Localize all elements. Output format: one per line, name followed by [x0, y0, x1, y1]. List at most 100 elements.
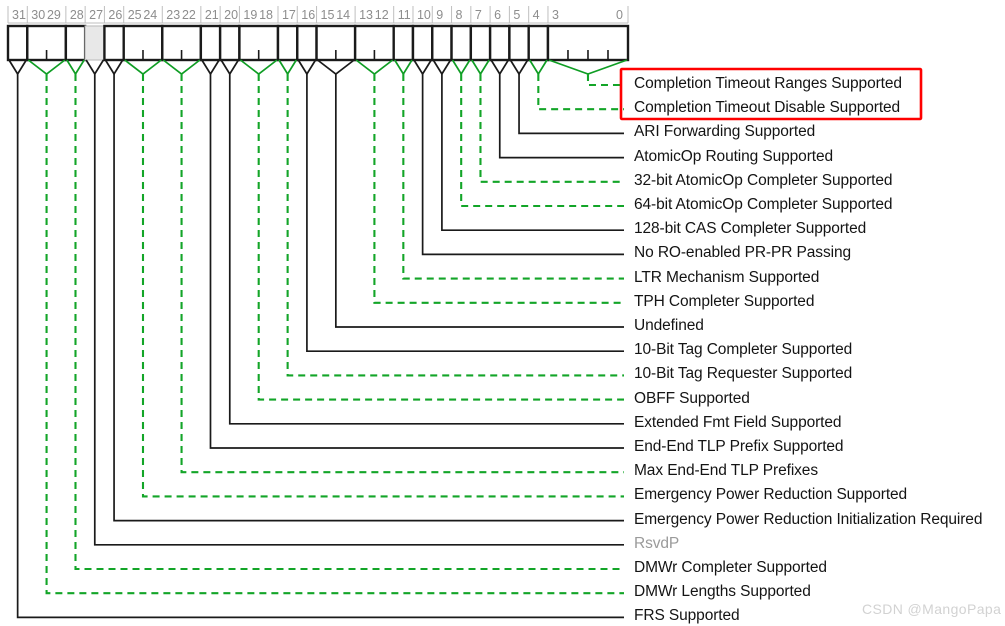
bit-number-label: 6	[494, 8, 501, 22]
leader-line	[113, 74, 624, 522]
bit-number-label: 19	[243, 8, 257, 22]
bit-number-label: 26	[108, 8, 122, 22]
leader-line	[373, 74, 624, 304]
leader-line	[141, 74, 624, 498]
bit-number-label: 11	[398, 8, 411, 22]
bit-number-label: 16	[301, 8, 315, 22]
funnel-connector	[317, 59, 355, 76]
bit-number-label: 24	[143, 8, 157, 22]
bit-cell	[276, 24, 299, 62]
bit-number-label: 27	[89, 8, 103, 22]
bit-number-label: 3	[552, 8, 559, 22]
bit-cell	[508, 24, 530, 62]
funnel-connector	[528, 59, 548, 76]
leader-line	[537, 74, 624, 111]
field-label: Max End-End TLP Prefixes	[634, 462, 818, 480]
leader-line	[498, 74, 624, 159]
funnel-connector	[297, 59, 317, 76]
bit-number-label: 22	[182, 8, 196, 22]
bit-number-label: 14	[336, 8, 350, 22]
funnel-connector	[8, 59, 28, 76]
leader-line	[209, 74, 624, 449]
bit-cell	[64, 24, 87, 62]
funnel-connector	[355, 59, 394, 76]
bit-cell	[431, 24, 453, 62]
bit-number-label: 15	[321, 8, 335, 22]
funnel-connectors-group	[8, 59, 628, 76]
leader-line	[460, 74, 624, 208]
field-label: Undefined	[634, 317, 704, 334]
field-label: Completion Timeout Disable Supported	[634, 99, 901, 117]
field-label: 10-Bit Tag Completer Supported	[634, 341, 853, 359]
highlight-box	[619, 67, 923, 121]
funnel-connector	[509, 59, 529, 76]
bit-cell	[392, 24, 415, 62]
bit-cell	[527, 24, 550, 62]
bit-cell	[6, 24, 29, 62]
leader-line	[257, 74, 624, 401]
bit-cell	[199, 24, 222, 62]
field-label: 128-bit CAS Completer Supported	[634, 220, 867, 238]
bit-number-label: 29	[47, 8, 61, 22]
field-label: Emergency Power Reduction Initialization…	[634, 510, 983, 528]
bit-cell	[450, 24, 473, 62]
leader-line	[180, 74, 624, 474]
bit-number-label: 18	[259, 8, 273, 22]
bit-number-label: 7	[475, 8, 482, 22]
leader-line	[586, 74, 624, 87]
field-label: Completion Timeout Ranges Supported	[634, 75, 902, 92]
field-label: Emergency Power Reduction Supported	[634, 486, 908, 504]
funnel-connector	[393, 59, 413, 76]
bit-number-label: 0	[616, 8, 623, 22]
leader-line	[74, 74, 624, 571]
funnel-connector	[278, 59, 297, 76]
funnel-connector	[239, 59, 278, 76]
watermark: CSDN @MangoPapa	[862, 601, 1002, 617]
bit-cell	[411, 24, 434, 62]
bit-number-label: 28	[70, 8, 84, 22]
funnel-connector	[490, 59, 510, 76]
bit-number-label: 13	[359, 8, 373, 22]
bit-cell-reserved	[84, 25, 106, 61]
field-label: DMWr Completer Supported	[634, 559, 827, 576]
funnel-connector	[27, 59, 66, 76]
funnel-connector	[201, 59, 220, 76]
bit-cells-group	[6, 24, 630, 62]
field-label: FRS Supported	[634, 607, 740, 625]
funnel-connector	[162, 59, 201, 76]
field-label: 10-Bit Tag Requester Supported	[634, 365, 853, 383]
bit-number-label: 9	[436, 8, 443, 22]
leader-line	[286, 74, 624, 377]
leader-lines-group	[16, 74, 624, 619]
field-label: 64-bit AtomicOp Completer Supported	[634, 196, 893, 213]
field-label: Extended Fmt Field Supported	[634, 413, 842, 431]
bit-cell	[218, 24, 241, 62]
funnel-connector	[451, 59, 471, 76]
leader-line	[16, 74, 624, 619]
bit-cell	[296, 24, 318, 62]
bit-number-label: 25	[128, 8, 142, 22]
funnel-connector	[66, 59, 85, 76]
field-label: End-End TLP Prefix Supported	[634, 438, 844, 455]
bit-number-label: 8	[456, 8, 463, 22]
leader-line	[45, 74, 624, 595]
bit-number-label: 17	[282, 8, 296, 22]
leader-line	[402, 74, 624, 280]
leader-line	[479, 74, 624, 183]
leader-line	[93, 74, 624, 546]
field-label: 32-bit AtomicOp Completer Supported	[634, 171, 893, 189]
field-label: ARI Forwarding Supported	[634, 123, 816, 141]
leader-line	[518, 74, 624, 135]
bit-cell	[103, 24, 125, 62]
bit-cell	[488, 24, 511, 62]
bit-number-label: 31	[12, 8, 26, 22]
leader-line	[334, 74, 624, 328]
funnel-connector	[85, 59, 105, 76]
bit-number-label: 30	[31, 8, 45, 22]
bit-number-label: 5	[513, 8, 520, 22]
funnel-connector	[104, 59, 124, 76]
bit-number-label: 20	[224, 8, 238, 22]
